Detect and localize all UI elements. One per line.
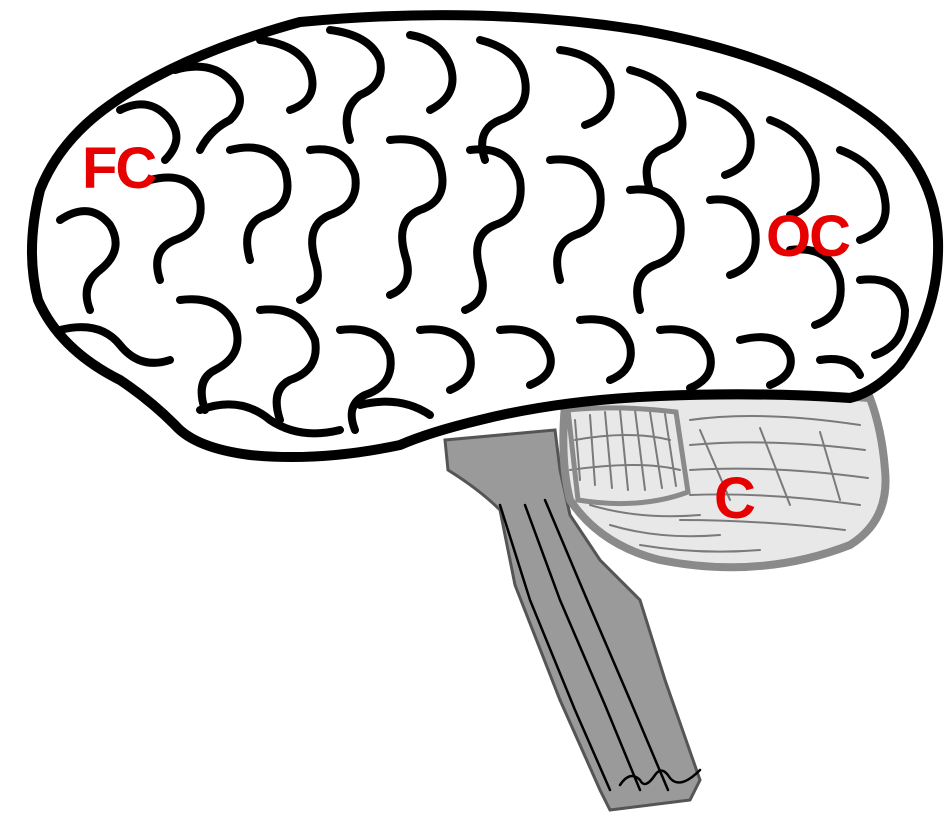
cerebellum-label: C: [714, 466, 755, 531]
occipital-cortex-label: OC: [766, 204, 850, 269]
frontal-cortex-label: FC: [82, 136, 156, 201]
